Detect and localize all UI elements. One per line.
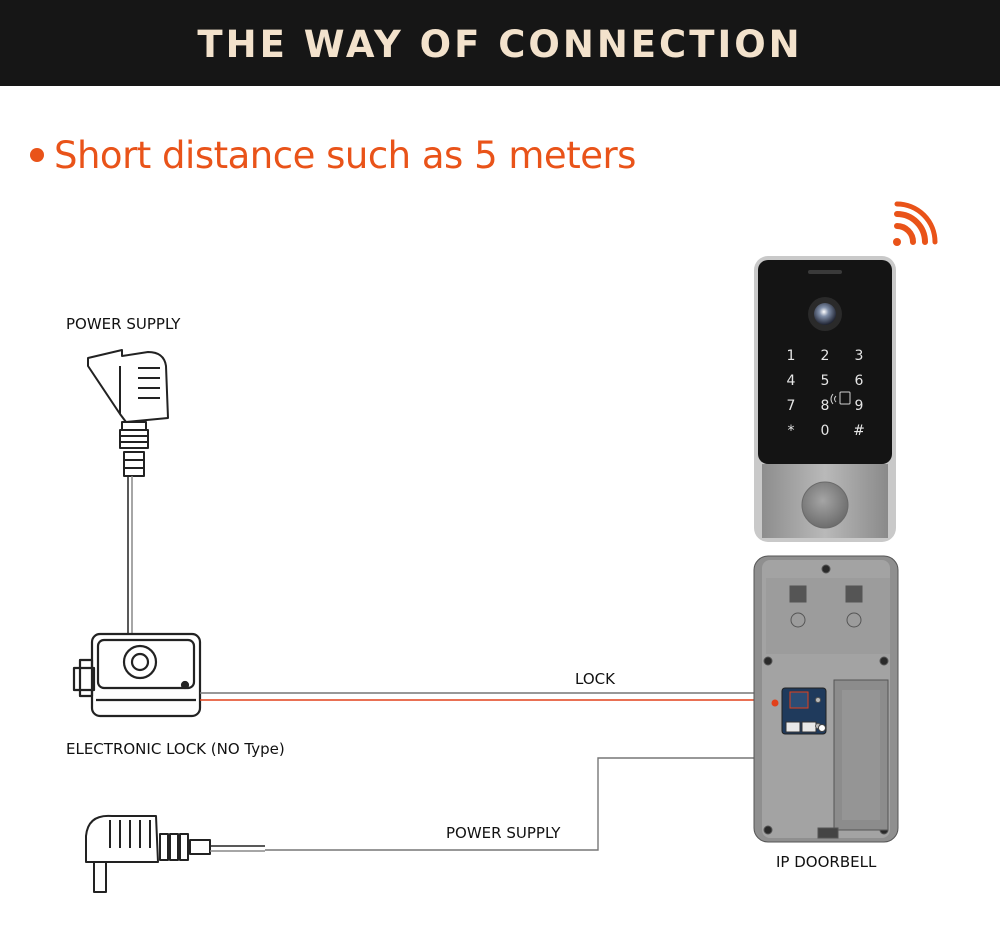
keypad-key-1: 1 bbox=[787, 348, 796, 364]
electronic-lock bbox=[72, 632, 202, 718]
keypad-key-6: 6 bbox=[855, 373, 864, 389]
keypad-key-2: 2 bbox=[821, 348, 830, 364]
doorbell-front-panel bbox=[754, 256, 896, 542]
wifi-icon bbox=[893, 201, 938, 246]
camera-lens-icon bbox=[814, 303, 836, 325]
keypad-key-5: 5 bbox=[821, 373, 830, 389]
keypad-key-4: 4 bbox=[787, 373, 796, 389]
label-electronic-lock: ELECTRONIC LOCK (NO Type) bbox=[66, 740, 285, 758]
bullet-icon bbox=[30, 147, 44, 162]
label-power-supply-wire: POWER SUPPLY bbox=[446, 824, 561, 842]
label-power-supply-top: POWER SUPPLY bbox=[66, 315, 181, 333]
keypad-key-hash: # bbox=[853, 423, 865, 439]
label-ip-doorbell: IP DOORBELL bbox=[776, 853, 877, 871]
keypad-key-7: 7 bbox=[787, 398, 796, 414]
cable-power-supply-bottom bbox=[210, 733, 809, 852]
rfid-icon bbox=[830, 391, 851, 405]
subtitle-text: Short distance such as 5 meters bbox=[54, 134, 636, 177]
keypad-key-star: * bbox=[788, 423, 795, 439]
page-title: THE WAY OF CONNECTION bbox=[197, 23, 803, 66]
power-supply-adapter-bottom bbox=[85, 814, 211, 893]
call-button bbox=[801, 481, 849, 529]
keypad-key-0: 0 bbox=[821, 423, 830, 439]
header-banner bbox=[0, 0, 1000, 86]
keypad: 1 2 3 4 5 6 7 8 9 * 0 # bbox=[787, 348, 865, 439]
label-lock-wire: LOCK bbox=[575, 670, 615, 688]
keypad-key-3: 3 bbox=[855, 348, 864, 364]
keypad-key-9: 9 bbox=[855, 398, 864, 414]
power-supply-adapter-top bbox=[87, 349, 169, 477]
lock-wires bbox=[200, 692, 778, 701]
subtitle: Short distance such as 5 meters bbox=[30, 134, 636, 177]
doorbell-back-panel bbox=[753, 555, 899, 843]
keypad-key-8: 8 bbox=[821, 398, 830, 414]
cable-power-to-lock bbox=[127, 476, 133, 636]
